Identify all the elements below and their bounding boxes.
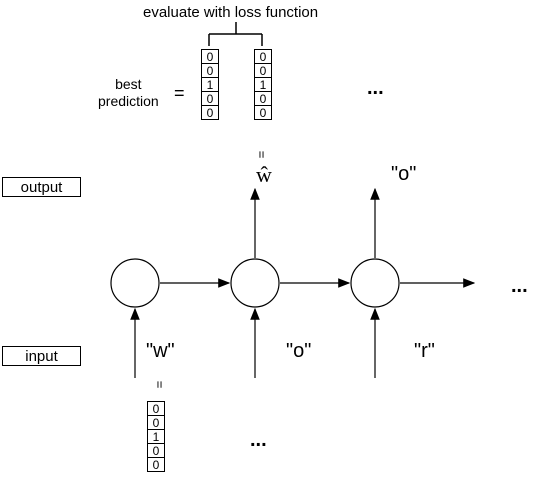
input-o: "o" <box>286 340 312 362</box>
rnn-node-2 <box>230 258 280 308</box>
input-vector: 0 0 1 0 0 <box>147 401 165 472</box>
best-prediction-label: best prediction <box>98 76 159 109</box>
ellipsis-bottom: ... <box>250 429 267 451</box>
ellipsis-right: ... <box>511 275 528 297</box>
vector-cell: 0 <box>147 457 165 472</box>
input-r: "r" <box>414 340 435 362</box>
vector-cell: 1 <box>201 77 219 92</box>
prediction-vector-2: 0 0 1 0 0 <box>254 49 272 120</box>
ellipsis-top: ... <box>367 77 384 99</box>
equals-sign: = <box>174 83 185 103</box>
vector-cell: 0 <box>201 105 219 120</box>
vector-cell: 0 <box>147 443 165 458</box>
vector-cell: 1 <box>254 77 272 92</box>
output-label: output <box>2 177 81 197</box>
rnn-node-1 <box>110 258 160 308</box>
rnn-node-3 <box>350 258 400 308</box>
vector-cell: 0 <box>254 63 272 78</box>
vector-cell: 0 <box>201 63 219 78</box>
input-label: input <box>2 346 81 366</box>
vector-cell: 0 <box>147 401 165 416</box>
vector-cell: 1 <box>147 429 165 444</box>
vector-cell: 0 <box>254 105 272 120</box>
vector-cell: 0 <box>201 49 219 64</box>
vector-cell: 0 <box>254 91 272 106</box>
output-w-hat: ŵ <box>256 162 272 187</box>
loss-function-caption: evaluate with loss function <box>143 4 319 21</box>
equals-vertical-top: = <box>254 150 270 159</box>
vector-cell: 0 <box>254 49 272 64</box>
input-w: "w" <box>146 340 175 362</box>
vector-cell: 0 <box>201 91 219 106</box>
loss-bracket <box>208 22 263 46</box>
output-o: "o" <box>391 163 417 185</box>
equals-vertical-bottom: = <box>152 380 168 389</box>
prediction-vector-1: 0 0 1 0 0 <box>201 49 219 120</box>
vector-cell: 0 <box>147 415 165 430</box>
